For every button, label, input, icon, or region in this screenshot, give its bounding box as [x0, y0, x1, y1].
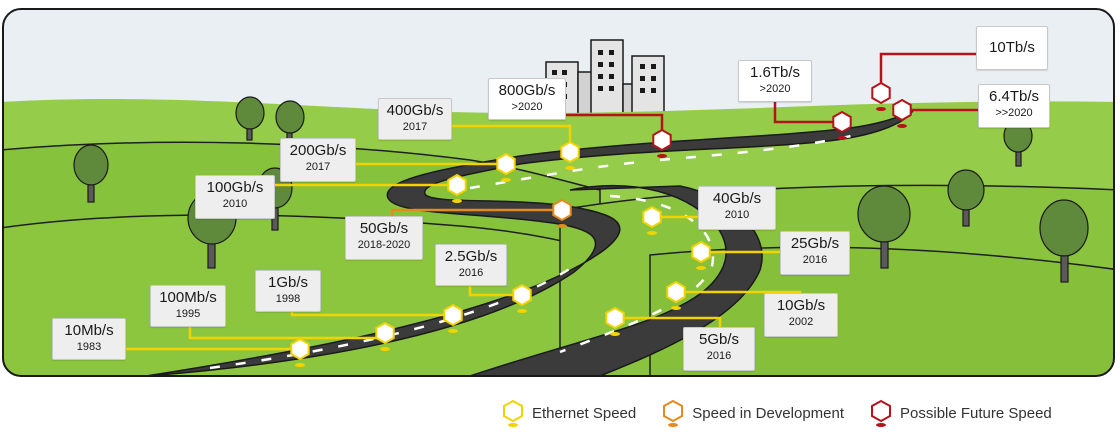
tree [1003, 119, 1033, 167]
connector-line [879, 52, 976, 93]
road-markings [209, 132, 861, 370]
connector-line [468, 284, 522, 297]
legend-item-future: Possible Future Speed [868, 398, 1052, 428]
label-800gb: 800Gb/s>2020 [488, 78, 566, 120]
hexagon-icon [290, 337, 310, 367]
legend-item-ethernet: Ethernet Speed [500, 398, 636, 428]
connector-line [615, 316, 722, 330]
hexagon-icon [560, 140, 580, 170]
hexagon-icon [443, 303, 463, 333]
tree [857, 185, 911, 269]
connector-line [188, 322, 385, 340]
speed-markers [290, 81, 912, 367]
hexagon-icon [871, 399, 892, 427]
tree [947, 169, 985, 227]
legend-item-development: Speed in Development [660, 398, 844, 428]
hexagon-icon [642, 205, 662, 235]
hexagon-icon [496, 152, 516, 182]
hexagon-icon [666, 280, 686, 310]
label-1.6tb: 1.6Tb/s>2020 [738, 60, 812, 102]
hexagon-icon [892, 98, 912, 128]
legend: Ethernet Speed Speed in Development Poss… [500, 398, 1052, 428]
hexagon-icon [447, 173, 467, 203]
hexagon-icon [832, 110, 852, 140]
tree [275, 100, 305, 143]
hexagon-icon [652, 128, 672, 158]
hexagon-icon [503, 399, 523, 427]
connector-line [773, 102, 842, 124]
frame [2, 8, 1115, 377]
label-6.4tb: 6.4Tb/s>>2020 [978, 84, 1050, 128]
hexagon-icon [375, 321, 395, 351]
hexagon-icon [552, 198, 572, 228]
hexagon-icon [871, 81, 891, 111]
hexagon-icon [605, 306, 625, 336]
hexagon-icon [512, 283, 532, 313]
tree [235, 96, 265, 141]
label-10tb: 10Tb/s [976, 26, 1048, 70]
tree [1039, 199, 1089, 283]
tree [73, 144, 109, 203]
hexagon-icon [663, 399, 684, 427]
hexagon-icon [691, 240, 711, 270]
